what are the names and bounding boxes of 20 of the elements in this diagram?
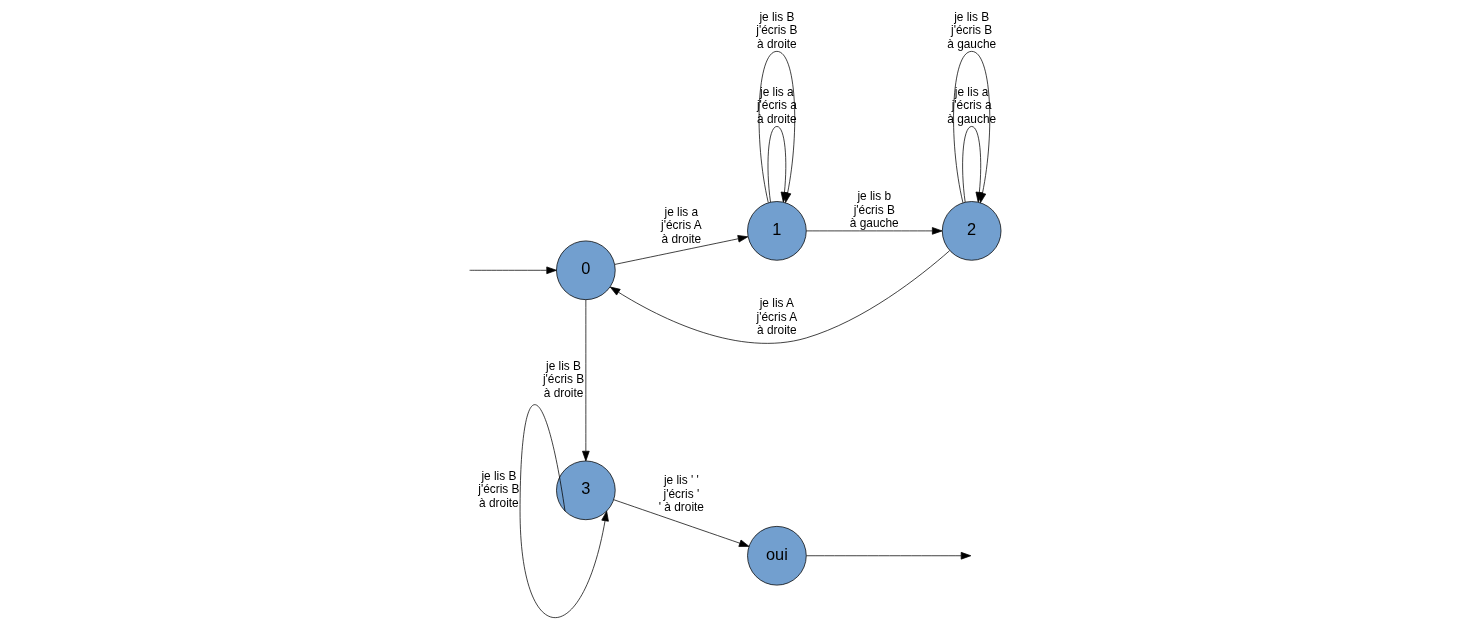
arrow [612,499,749,547]
edge-label: je lis B j'écris B à droite [477,468,519,510]
arrow [613,235,748,265]
arrow [805,227,942,235]
edge-label: je lis B j'écris B à droite [755,9,797,51]
arrow [609,250,950,344]
arrow [581,299,590,462]
edge-label: je lis B j'écris B à gauche [946,9,996,51]
node-circle: 1 [746,201,807,261]
node-circle: oui [746,526,807,586]
arrow [805,552,971,560]
node-circle: 2 [941,201,1001,261]
edge-label: je lis B j'écris B à droite [542,358,584,400]
edge-label: je lis a j'écris A à droite [660,204,702,246]
edge-label: je lis A j'écris A à droite [756,296,797,338]
edge-label: je lis b j'écris B à gauche [849,189,899,231]
arrow [468,266,557,275]
arrow [519,404,609,618]
node-circle: 0 [555,240,616,300]
edge-label: je lis ' ' j'écris ' ' à droite [658,473,704,514]
